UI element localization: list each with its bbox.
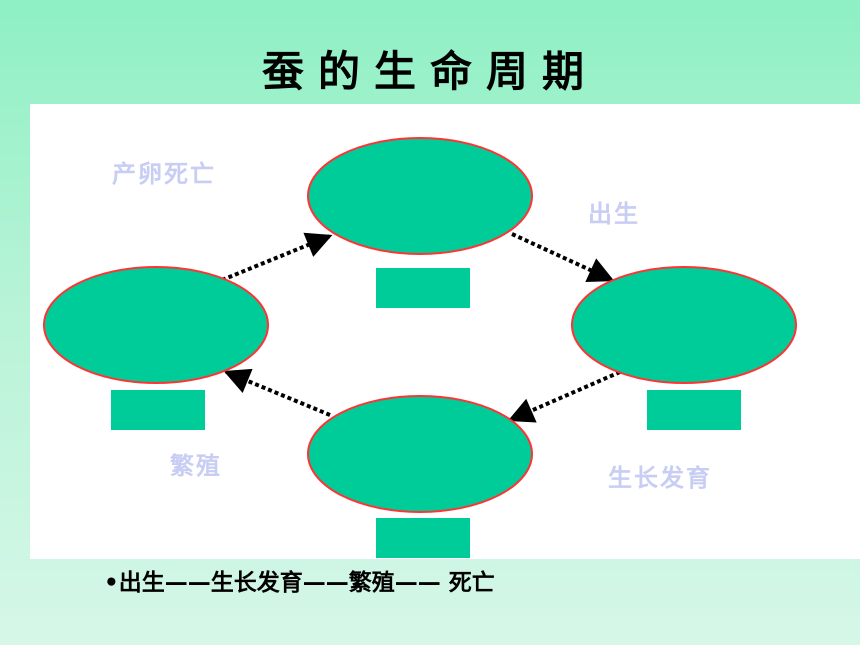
summary-text: •出生——生长发育——繁殖—— 死亡 (104, 570, 495, 596)
box-left (111, 390, 205, 430)
label-birth: 出生 (588, 200, 640, 228)
arrow-left-to-top (221, 232, 333, 282)
box-top (376, 268, 470, 308)
arrow-bottom-to-left (223, 368, 331, 417)
label-death: 产卵死亡 (112, 160, 216, 188)
box-right (647, 390, 741, 430)
arrow-top-to-right (511, 232, 615, 283)
label-reproduction: 繁殖 (170, 452, 222, 480)
box-bottom (376, 518, 470, 558)
label-growth: 生长发育 (608, 464, 712, 492)
node-left (43, 266, 269, 384)
node-bottom (307, 395, 533, 513)
arrow-right-to-bottom (507, 370, 621, 423)
page-title: 蚕的生命周期 (261, 47, 598, 96)
node-top (307, 137, 533, 255)
node-right (571, 266, 797, 384)
